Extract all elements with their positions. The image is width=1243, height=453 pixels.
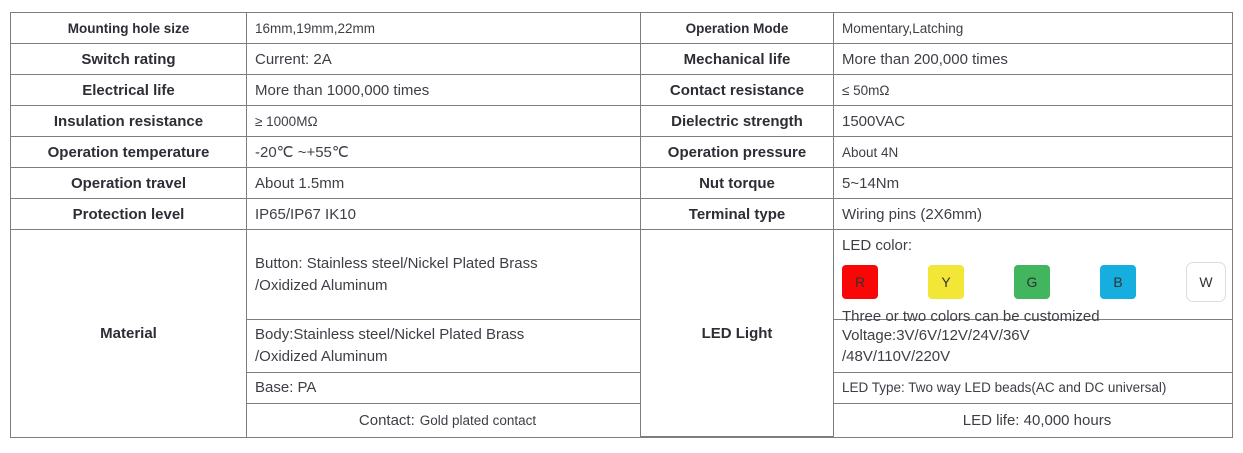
spec-value: Momentary,Latching bbox=[834, 13, 1232, 44]
led-color-note: Three or two colors can be customized bbox=[842, 308, 1100, 325]
material-label: Material bbox=[11, 230, 247, 437]
spec-label: Terminal type bbox=[641, 199, 834, 230]
led-swatch-blue: B bbox=[1100, 265, 1136, 299]
led-swatch-green: G bbox=[1014, 265, 1050, 299]
material-body-line1: Body:Stainless steel/Nickel Plated Brass bbox=[255, 326, 525, 343]
material-base-value: Base: PA bbox=[255, 379, 317, 396]
spec-label: Mechanical life bbox=[641, 44, 834, 75]
spec-label: Mounting hole size bbox=[11, 13, 247, 44]
led-color-title: LED color: bbox=[842, 237, 913, 254]
material-button-row: Button: Stainless steel/Nickel Plated Br… bbox=[247, 230, 640, 320]
led-color-row: LED color: R Y G B W Three or two colors… bbox=[834, 230, 1232, 325]
spec-value: -20℃ ~+55℃ bbox=[247, 137, 641, 168]
led-life-value: LED life: 40,000 hours bbox=[962, 411, 1112, 429]
material-body-line2: /Oxidized Aluminum bbox=[255, 348, 388, 365]
spec-label: Electrical life bbox=[11, 75, 247, 106]
spec-label: Operation Mode bbox=[641, 13, 834, 44]
led-values: LED color: R Y G B W Three or two colors… bbox=[834, 230, 1232, 437]
material-contact-value: Gold plated contact bbox=[419, 412, 537, 428]
spec-label: Operation temperature bbox=[11, 137, 247, 168]
led-swatch-strip: R Y G B W bbox=[842, 262, 1226, 302]
spec-value: 5~14Nm bbox=[834, 168, 1232, 199]
spec-label: Insulation resistance bbox=[11, 106, 247, 137]
spec-label: Contact resistance bbox=[641, 75, 834, 106]
spec-value: About 1.5mm bbox=[247, 168, 641, 199]
led-swatch-red: R bbox=[842, 265, 878, 299]
spec-label: Switch rating bbox=[11, 44, 247, 75]
spec-value: More than 1000,000 times bbox=[247, 75, 641, 106]
led-swatch-white: W bbox=[1186, 262, 1226, 302]
spec-label: Operation pressure bbox=[641, 137, 834, 168]
spec-label: Protection level bbox=[11, 199, 247, 230]
spec-value: 1500VAC bbox=[834, 106, 1232, 137]
spec-value: IP65/IP67 IK10 bbox=[247, 199, 641, 230]
material-button-line2: /Oxidized Aluminum bbox=[255, 276, 388, 294]
led-life-row: LED life: 40,000 hours bbox=[834, 404, 1232, 437]
led-type-row: LED Type: Two way LED beads(AC and DC un… bbox=[834, 373, 1232, 404]
led-swatch-yellow: Y bbox=[928, 265, 964, 299]
spec-value: More than 200,000 times bbox=[834, 44, 1232, 75]
led-voltage-line2: /48V/110V/220V bbox=[842, 348, 951, 365]
spec-value: Current: 2A bbox=[247, 44, 641, 75]
spec-label: Nut torque bbox=[641, 168, 834, 199]
material-base-row: Base: PA bbox=[247, 373, 640, 404]
spec-value: ≥ 1000MΩ bbox=[247, 106, 641, 137]
material-contact-row: Contact: Gold plated contact bbox=[247, 404, 640, 437]
led-light-label: LED Light bbox=[641, 230, 834, 437]
spec-value: Wiring pins (2X6mm) bbox=[834, 199, 1232, 230]
material-body-row: Body:Stainless steel/Nickel Plated Brass… bbox=[247, 320, 640, 373]
spec-label: Dielectric strength bbox=[641, 106, 834, 137]
spec-value: 16mm,19mm,22mm bbox=[247, 13, 641, 44]
spec-value: ≤ 50mΩ bbox=[834, 75, 1232, 106]
material-button-line1: Button: Stainless steel/Nickel Plated Br… bbox=[255, 254, 538, 272]
spec-value: About 4N bbox=[834, 137, 1232, 168]
specification-table: Mounting hole size 16mm,19mm,22mm Operat… bbox=[10, 12, 1233, 438]
material-values: Button: Stainless steel/Nickel Plated Br… bbox=[247, 230, 641, 437]
material-contact-prefix: Contact: bbox=[358, 411, 415, 429]
spec-label: Operation travel bbox=[11, 168, 247, 199]
led-voltage-line1: Voltage:3V/6V/12V/24V/36V bbox=[842, 327, 1030, 344]
led-voltage-row: Voltage:3V/6V/12V/24V/36V /48V/110V/220V bbox=[834, 320, 1232, 373]
led-type-value: LED Type: Two way LED beads(AC and DC un… bbox=[842, 380, 1167, 395]
